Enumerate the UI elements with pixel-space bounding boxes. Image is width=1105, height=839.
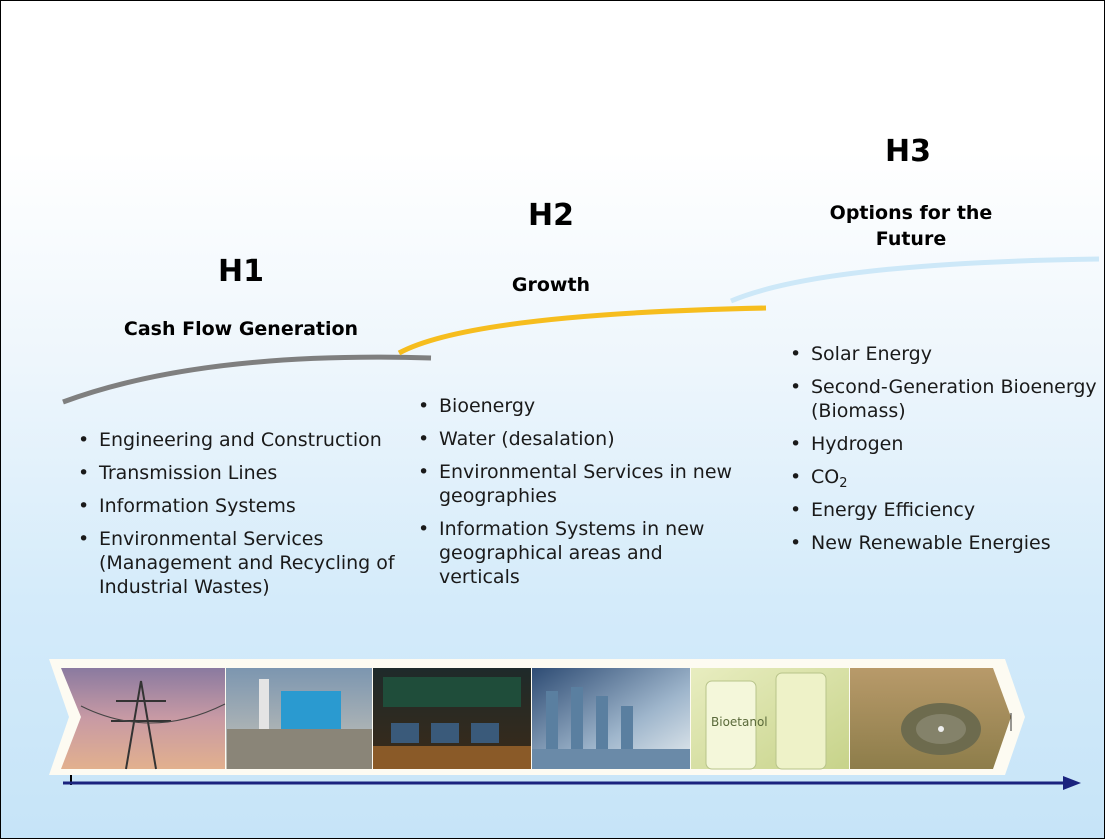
h3-subtitle: Options for the Future: [829, 202, 993, 250]
h1-curve: [62, 354, 432, 405]
h2-title: H2: [528, 198, 574, 233]
list-item: Transmission Lines: [78, 461, 403, 485]
photo-control-room: [373, 668, 531, 769]
list-item: Energy Efficiency: [790, 498, 1100, 522]
list-item: Engineering and Construction: [78, 428, 403, 452]
photo-solar-plant: [532, 668, 690, 769]
h2-curve: [397, 305, 767, 356]
h1-subtitle: Cash Flow Generation: [123, 318, 359, 340]
list-item: Hydrogen: [790, 432, 1100, 456]
list-item: CO2: [790, 465, 1100, 491]
photo-bioethanol: Bioetanol: [691, 668, 849, 770]
photo-power-plant: [226, 668, 372, 769]
h3-curve: [730, 256, 1100, 304]
list-item: Information Systems in new geographical …: [418, 517, 748, 589]
photo-power-lines: [61, 668, 226, 770]
bioetanol-label: Bioetanol: [711, 715, 768, 729]
h1-list: Engineering and Construction Transmissio…: [78, 428, 403, 608]
list-item: Solar Energy: [790, 342, 1100, 366]
list-item: Water (desalation): [418, 427, 748, 451]
h2-list: Bioenergy Water (desalation) Environment…: [418, 394, 748, 598]
list-item: Information Systems: [78, 494, 403, 518]
h3-title: H3: [885, 134, 931, 169]
h3-list: Solar Energy Second-Generation Bioenergy…: [790, 342, 1100, 564]
list-item: New Renewable Energies: [790, 531, 1100, 555]
list-item: Environmental Services (Management and R…: [78, 527, 403, 599]
list-item: Environmental Services in new geographie…: [418, 460, 748, 508]
h2-subtitle: Growth: [511, 274, 591, 296]
h1-title: H1: [218, 254, 264, 289]
photo-solar-field: [850, 668, 1011, 769]
list-item: Second-Generation Bioenergy (Biomass): [790, 375, 1100, 423]
list-item: Bioenergy: [418, 394, 748, 418]
co2-subscript: 2: [839, 476, 848, 491]
